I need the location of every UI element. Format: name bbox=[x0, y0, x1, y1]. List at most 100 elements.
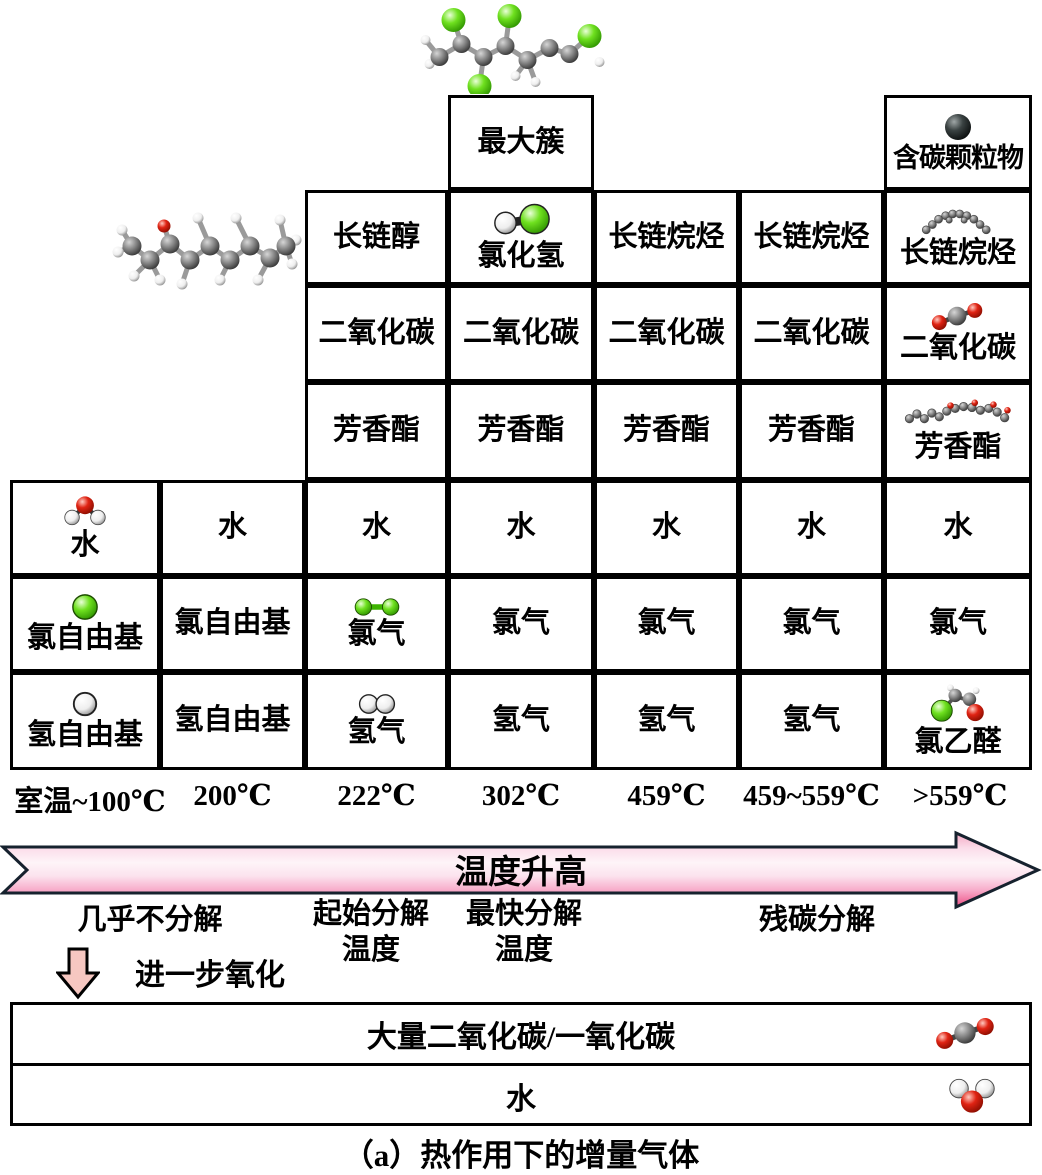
cell-label: 芳香酯 bbox=[622, 414, 710, 447]
cell-label: 长链烷烃 bbox=[899, 236, 1016, 269]
cell-label: 水 bbox=[70, 529, 100, 562]
cell-label: 氢气 bbox=[347, 716, 406, 749]
cell-label: 芳香酯 bbox=[914, 431, 1002, 464]
temperature-label: 室温~100℃ bbox=[14, 786, 166, 818]
hydrogen-chloride-molecule-icon bbox=[490, 203, 552, 239]
result-row-water: 水 bbox=[13, 1066, 1029, 1126]
cell-label: 水 bbox=[217, 511, 247, 544]
temperature-rise-arrow bbox=[0, 830, 1042, 910]
grid-cell-aromatic-ester: 芳香酯 bbox=[305, 382, 448, 480]
phase-label-no-decomposition: 几乎不分解 bbox=[77, 904, 223, 936]
temperature-label: 302℃ bbox=[481, 780, 561, 812]
grid-cell-chloroacetaldehyde: 氯乙醛 bbox=[884, 672, 1032, 770]
grid-cell-water: 水 bbox=[160, 480, 305, 576]
chlorinated-chain-molecule-image bbox=[415, 2, 610, 98]
carbon-dioxide-molecule-icon bbox=[935, 1018, 997, 1050]
cell-label: 长链醇 bbox=[332, 220, 420, 253]
aromatic-ester-molecule-icon bbox=[902, 398, 1014, 430]
grid-cell-carbon-dioxide: 二氧化碳 bbox=[884, 285, 1032, 382]
cell-label: 二氧化碳 bbox=[318, 316, 435, 349]
grid-cell-carbon-particulate: 含碳颗粒物 bbox=[884, 95, 1032, 190]
chloroacetaldehyde-molecule-icon bbox=[929, 683, 987, 725]
grid-cell-long-chain-alkane: 长链烷烃 bbox=[884, 190, 1032, 285]
alkane-chain-molecule-icon bbox=[918, 206, 998, 236]
cell-label: 氢气 bbox=[782, 704, 841, 737]
oxidation-result-box: 大量二氧化碳/一氧化碳 水 bbox=[10, 1002, 1032, 1126]
cell-label: 氯气 bbox=[637, 607, 696, 640]
phase-label-char-decomposition: 残碳分解 bbox=[758, 904, 875, 936]
grid-cell-carbon-dioxide: 二氧化碳 bbox=[739, 285, 884, 382]
cell-label: 芳香酯 bbox=[767, 414, 855, 447]
cell-label: 氯化氢 bbox=[477, 239, 565, 272]
grid-cell-carbon-dioxide: 二氧化碳 bbox=[305, 285, 448, 382]
cell-label: 氯气 bbox=[928, 607, 987, 640]
water-molecule-icon bbox=[947, 1077, 997, 1115]
grid-cell-hydrogen-gas: 氢气 bbox=[739, 672, 884, 770]
cell-label: 氢自由基 bbox=[174, 704, 291, 737]
cell-label: 水 bbox=[361, 511, 391, 544]
grid-cell-aromatic-ester: 芳香酯 bbox=[448, 382, 594, 480]
grid-cell-chlorine-radical: 氯自由基 bbox=[10, 576, 160, 672]
grid-cell-water: 水 bbox=[594, 480, 739, 576]
cell-label: 氯气 bbox=[491, 607, 550, 640]
cell-label: 最大簇 bbox=[477, 125, 565, 158]
grid-cell-chlorine-gas: 氯气 bbox=[305, 576, 448, 672]
grid-cell-max-cluster: 最大簇 bbox=[448, 95, 594, 190]
cell-label: 氯乙醛 bbox=[914, 726, 1002, 759]
temperature-label: 200℃ bbox=[193, 780, 272, 812]
cell-label: 长链烷烃 bbox=[753, 220, 870, 253]
grid-cell-aromatic-ester: 芳香酯 bbox=[739, 382, 884, 480]
chlorine-radical-icon bbox=[71, 593, 99, 621]
grid-cell-hydrogen-gas: 氢气 bbox=[305, 672, 448, 770]
grid-cell-carbon-dioxide: 二氧化碳 bbox=[448, 285, 594, 382]
hydrogen-gas-molecule-icon bbox=[356, 693, 398, 715]
grid-cell-water: 水 bbox=[448, 480, 594, 576]
cell-label: 二氧化碳 bbox=[462, 316, 579, 349]
cell-label: 氯自由基 bbox=[174, 607, 291, 640]
cell-label: 二氧化碳 bbox=[608, 316, 725, 349]
result-label: 大量二氧化碳/一氧化碳 bbox=[366, 1021, 676, 1054]
grid-cell-aromatic-ester: 芳香酯 bbox=[884, 382, 1032, 480]
cell-label: 氢气 bbox=[637, 704, 696, 737]
grid-cell-hydrogen-radical: 氢自由基 bbox=[10, 672, 160, 770]
figure-caption: （a）热作用下的增量气体 bbox=[342, 1138, 700, 1173]
grid-cell-hydrogen-chloride: 氯化氢 bbox=[448, 190, 594, 285]
carbon-particle-icon bbox=[943, 112, 973, 142]
further-oxidation-label: 进一步氧化 bbox=[135, 959, 285, 992]
grid-cell-long-chain-alkane: 长链烷烃 bbox=[739, 190, 884, 285]
grid-cell-aromatic-ester: 芳香酯 bbox=[594, 382, 739, 480]
grid-cell-long-chain-alkane: 长链烷烃 bbox=[594, 190, 739, 285]
cell-label: 氢气 bbox=[491, 704, 550, 737]
cell-label: 氢自由基 bbox=[26, 719, 143, 752]
grid-cell-chlorine-gas: 氯气 bbox=[739, 576, 884, 672]
cell-label: 二氧化碳 bbox=[899, 331, 1016, 364]
result-label: 水 bbox=[506, 1083, 536, 1116]
water-molecule-icon bbox=[59, 494, 111, 528]
temperature-rise-label: 温度升高 bbox=[455, 855, 587, 891]
grid-cell-water: 水 bbox=[10, 480, 160, 576]
grid-cell-chlorine-radical: 氯自由基 bbox=[160, 576, 305, 672]
phase-label-fastest-decomposition: 最快分解 温度 bbox=[465, 898, 582, 967]
temperature-label: 222℃ bbox=[337, 780, 416, 812]
grid-cell-chlorine-gas: 氯气 bbox=[884, 576, 1032, 672]
temperature-label: 459~559℃ bbox=[743, 780, 880, 812]
cell-label: 水 bbox=[796, 511, 826, 544]
cell-label: 芳香酯 bbox=[332, 414, 420, 447]
temperature-label: 459℃ bbox=[627, 780, 706, 812]
grid-cell-water: 水 bbox=[739, 480, 884, 576]
grid-cell-long-chain-alcohol: 长链醇 bbox=[305, 190, 448, 285]
grid-cell-water: 水 bbox=[305, 480, 448, 576]
cell-label: 氯自由基 bbox=[26, 622, 143, 655]
cell-label: 长链烷烃 bbox=[608, 220, 725, 253]
phase-label-onset-temperature: 起始分解 温度 bbox=[312, 898, 429, 967]
cell-label: 二氧化碳 bbox=[753, 316, 870, 349]
cell-label: 水 bbox=[506, 511, 536, 544]
grid-cell-hydrogen-radical: 氢自由基 bbox=[160, 672, 305, 770]
cell-label: 芳香酯 bbox=[477, 414, 565, 447]
grid-cell-water: 水 bbox=[884, 480, 1032, 576]
grid-cell-hydrogen-gas: 氢气 bbox=[448, 672, 594, 770]
grid-cell-chlorine-gas: 氯气 bbox=[594, 576, 739, 672]
grid-cell-chlorine-gas: 氯气 bbox=[448, 576, 594, 672]
grid-cell-carbon-dioxide: 二氧化碳 bbox=[594, 285, 739, 382]
